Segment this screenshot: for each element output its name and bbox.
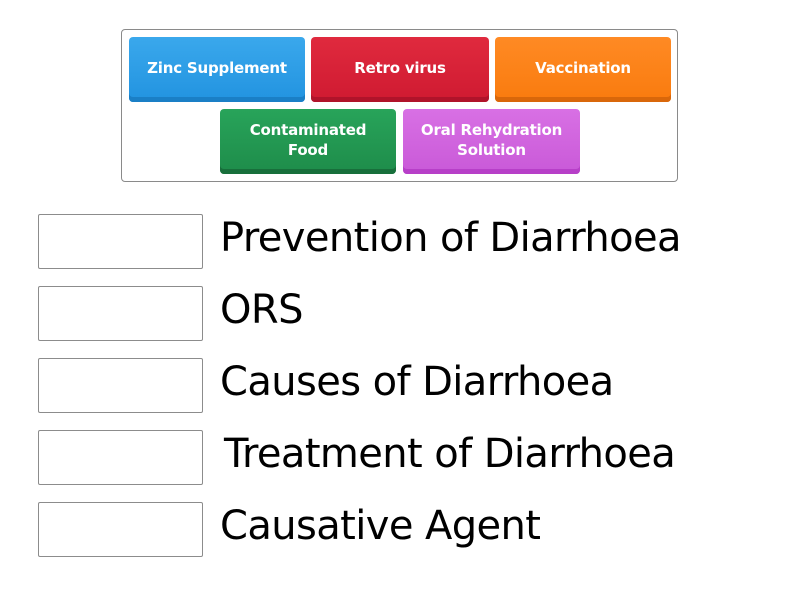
drop-box[interactable]	[38, 286, 203, 341]
tile-label-line2: Solution	[457, 140, 526, 159]
match-row-causes: Causes of Diarrhoea	[38, 358, 798, 414]
match-row-ors: ORS	[38, 286, 798, 342]
drop-box[interactable]	[38, 358, 203, 413]
tile-label: Zinc Supplement	[147, 58, 287, 77]
tile-retro-virus[interactable]: Retro virus	[311, 37, 489, 102]
tile-vaccination[interactable]: Vaccination	[495, 37, 671, 102]
tile-contaminated-food[interactable]: Contaminated Food	[220, 109, 396, 174]
tile-label-line1: Oral Rehydration	[420, 120, 563, 139]
target-label: Causes of Diarrhoea	[220, 359, 614, 405]
tile-zinc-supplement[interactable]: Zinc Supplement	[129, 37, 305, 102]
tile-label-line2: Food	[287, 140, 329, 159]
target-label: Causative Agent	[220, 503, 541, 549]
tile-oral-rehydration-solution[interactable]: Oral Rehydration Solution	[403, 109, 580, 174]
match-row-causative-agent: Causative Agent	[38, 502, 798, 558]
target-label: Prevention of Diarrhoea	[220, 215, 681, 261]
target-label: Treatment of Diarrhoea	[224, 431, 676, 477]
drop-box[interactable]	[38, 502, 203, 557]
target-label: ORS	[220, 287, 303, 333]
drop-box[interactable]	[38, 430, 203, 485]
tile-label-line1: Contaminated	[249, 120, 367, 139]
tile-label: Vaccination	[535, 58, 631, 77]
match-row-prevention: Prevention of Diarrhoea	[38, 214, 798, 270]
drop-box[interactable]	[38, 214, 203, 269]
match-row-treatment: Treatment of Diarrhoea	[38, 430, 798, 486]
tile-label: Retro virus	[354, 58, 446, 77]
